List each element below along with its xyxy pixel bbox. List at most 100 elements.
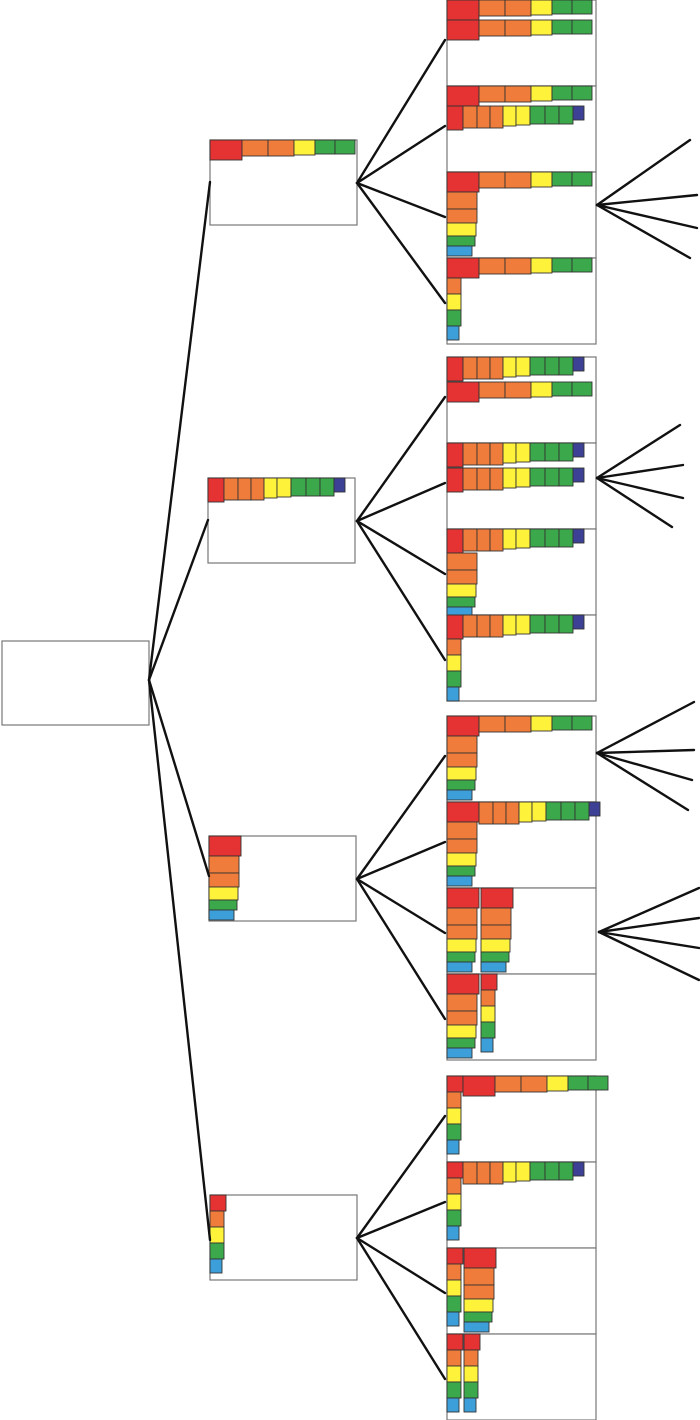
tile-green — [290, 477, 307, 497]
tree-edge — [595, 193, 699, 207]
tile-orange — [462, 105, 478, 129]
tree-edge — [595, 463, 685, 480]
tile-yellow — [515, 467, 531, 488]
tile-green — [551, 171, 573, 187]
tree-edge — [355, 1200, 447, 1240]
tile-navy — [333, 477, 346, 493]
level1-board — [209, 1194, 358, 1281]
tile-blue — [446, 245, 473, 257]
tile-orange — [504, 19, 532, 37]
tile-blue — [480, 1037, 494, 1053]
tile-orange — [492, 801, 507, 825]
tile-yellow — [446, 1365, 462, 1383]
tile-orange — [505, 801, 520, 825]
tile-red — [446, 973, 480, 995]
tile-red — [446, 85, 480, 107]
tile-yellow — [502, 1161, 517, 1183]
tile-yellow — [530, 85, 553, 102]
tile-orange — [480, 989, 496, 1007]
tile-yellow — [515, 105, 531, 126]
tile-red — [209, 139, 243, 161]
tile-yellow — [502, 614, 517, 636]
tile-yellow — [515, 356, 531, 377]
tile-orange — [478, 85, 506, 103]
tile-orange — [462, 467, 478, 491]
tile-green — [558, 467, 574, 487]
tile-red — [446, 467, 464, 493]
tile-orange — [489, 105, 504, 129]
tree-edge — [595, 203, 699, 230]
tile-green — [571, 85, 593, 101]
tree-edge — [355, 519, 447, 576]
tile-red — [446, 614, 464, 640]
tile-blue — [463, 1321, 490, 1333]
tile-blue — [209, 1258, 223, 1274]
tile-yellow — [515, 1161, 531, 1182]
tile-red — [446, 0, 480, 21]
tile-red — [463, 1333, 481, 1351]
tile-orange — [476, 614, 491, 638]
tile-orange — [446, 1349, 462, 1367]
tile-green — [571, 19, 593, 35]
tile-yellow — [446, 583, 477, 598]
tile-blue — [446, 789, 473, 801]
tree-edge — [595, 700, 696, 755]
tile-red — [446, 1075, 464, 1093]
tile-orange — [446, 993, 478, 1012]
tile-red — [446, 1161, 464, 1179]
tile-blue — [446, 1139, 460, 1155]
tile-yellow — [531, 801, 547, 822]
tile-navy — [572, 528, 585, 544]
tile-orange — [446, 277, 462, 295]
tile-green — [567, 1075, 589, 1091]
tile-red — [208, 835, 242, 857]
tile-green — [571, 715, 593, 731]
tile-orange — [446, 1177, 462, 1195]
tile-green — [558, 528, 574, 548]
tile-orange — [494, 1075, 522, 1093]
tree-edge — [147, 518, 210, 682]
tile-navy — [572, 614, 585, 630]
tile-blue — [446, 325, 460, 341]
tree-edge — [597, 930, 700, 950]
tile-yellow — [530, 19, 553, 36]
tile-yellow — [446, 852, 477, 867]
tile-yellow — [446, 222, 477, 237]
tile-yellow — [446, 938, 477, 953]
tile-orange — [478, 19, 506, 37]
tree-edge — [595, 751, 690, 812]
tile-green — [463, 1381, 479, 1399]
tile-blue — [446, 686, 460, 702]
tile-orange — [504, 0, 532, 17]
tile-red — [446, 1333, 464, 1351]
tile-yellow — [530, 257, 553, 274]
tile-green — [571, 257, 593, 273]
tile-orange — [478, 0, 506, 17]
tile-orange — [250, 477, 265, 501]
tile-navy — [572, 105, 585, 121]
tile-green — [529, 528, 546, 548]
tile-green — [544, 528, 560, 548]
tile-orange — [446, 735, 478, 754]
tile-orange — [476, 442, 491, 466]
tile-yellow — [209, 1226, 225, 1244]
tile-red — [446, 171, 480, 193]
tile-green — [571, 171, 593, 187]
tile-yellow — [502, 442, 517, 464]
tile-orange — [446, 752, 478, 768]
tile-orange — [462, 528, 478, 552]
tile-orange — [489, 1161, 504, 1185]
tile-blue — [446, 1397, 460, 1413]
tree-edge — [355, 124, 447, 185]
tile-green — [314, 139, 336, 155]
tile-blue — [446, 1311, 460, 1327]
tree-edge — [355, 481, 447, 523]
tile-red — [446, 801, 480, 823]
tile-green — [446, 951, 476, 963]
tile-green — [571, 381, 593, 397]
tile-yellow — [546, 1075, 569, 1092]
tile-blue — [446, 1047, 473, 1059]
tile-orange — [504, 257, 532, 275]
tile-yellow — [515, 614, 531, 635]
tile-yellow — [463, 1365, 479, 1383]
